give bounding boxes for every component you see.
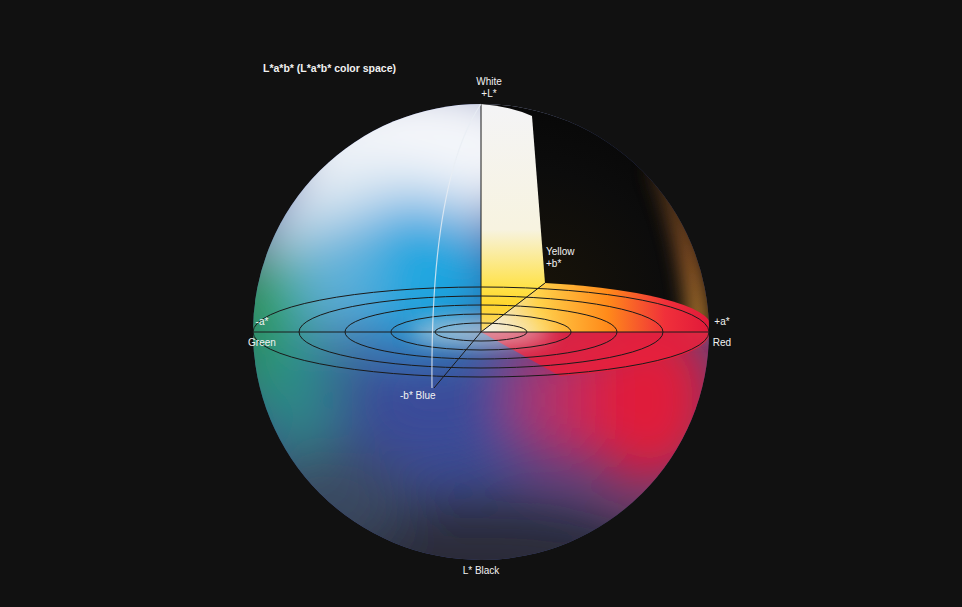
spacer xyxy=(709,100,710,332)
axis-label: -b* Blue xyxy=(400,390,436,402)
axis-label: +b* xyxy=(546,258,561,270)
meridian-line xyxy=(432,104,481,388)
axis-label: +L* xyxy=(481,88,496,100)
axes xyxy=(253,104,709,388)
axis-name: White xyxy=(476,76,502,88)
axis-name: Yellow xyxy=(546,246,575,258)
axis-name: Red xyxy=(713,337,731,349)
sphere-body xyxy=(227,70,720,607)
axis-label: -a* xyxy=(256,316,269,328)
axis-label: L* Black xyxy=(463,565,500,577)
diagram-title: L*a*b* (L*a*b* color space) xyxy=(263,62,396,74)
axis-name: Green xyxy=(248,337,276,349)
axis-label: +a* xyxy=(714,316,729,328)
